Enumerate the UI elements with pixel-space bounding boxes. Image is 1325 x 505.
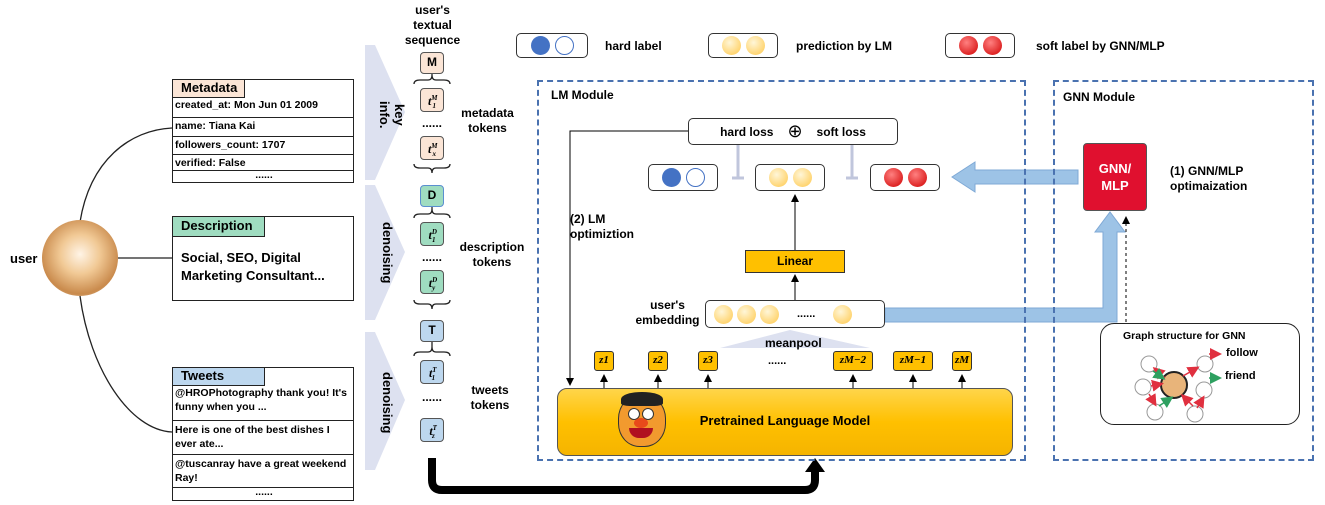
token-t1T: tT1	[420, 360, 444, 384]
tweet-row: @HROPhotography thank you! It's funny wh…	[175, 387, 347, 413]
token-t1D: tD1	[420, 222, 444, 246]
chevron-key-info	[365, 45, 405, 180]
linear-layer: Linear	[745, 250, 845, 273]
token-tzT: tTz	[420, 418, 444, 442]
lm-module-title: LM Module	[551, 88, 614, 102]
chevron-denoising-1	[365, 185, 405, 320]
loss-box: hard loss ⊕ soft loss	[688, 118, 898, 145]
tweet-row: @tuscanray have a great weekend Ray!	[173, 454, 353, 488]
chevron-label: denoising	[380, 221, 395, 284]
link-tweets	[79, 295, 173, 433]
follow-label: follow	[1226, 347, 1258, 359]
link-metadata	[79, 127, 173, 223]
z-token: zM	[952, 351, 972, 371]
token-T: T	[420, 320, 444, 342]
token-txM: tMx	[420, 136, 444, 160]
soft-loss: soft loss	[816, 124, 866, 139]
graph-structure-box: Graph structure for GNN follow friend	[1100, 323, 1300, 425]
tweet-row: ......	[173, 487, 353, 500]
metadata-row: created_at: Mon Jun 01 2009	[175, 99, 318, 111]
tweets-header: Tweets	[173, 368, 265, 386]
metadata-tokens-label: metadata tokens	[461, 106, 514, 135]
legend-soft-label: soft label by GNN/MLP	[1036, 39, 1165, 53]
description-header: Description	[173, 217, 265, 237]
user-avatar	[42, 220, 118, 296]
tweets-tokens-label: tweets tokens	[470, 383, 510, 412]
hard-loss: hard loss	[720, 124, 774, 139]
description-tokens-label: description tokens	[459, 240, 525, 269]
user-embedding: ......	[705, 300, 885, 328]
metadata-row: name: Tiana Kai	[173, 117, 353, 136]
chevron-label: denoising	[380, 371, 395, 434]
gnn-to-soft-label-arrow	[951, 161, 1079, 193]
legend-soft-label-swatch	[945, 33, 1015, 58]
plus-icon: ⊕	[787, 121, 803, 141]
metadata-row: ......	[173, 170, 353, 182]
token-dots: ......	[421, 116, 442, 130]
token-M: M	[420, 52, 444, 74]
token-D: D	[420, 185, 444, 207]
gnn-mlp-block: GNN/ MLP	[1083, 143, 1147, 211]
z-token: z2	[648, 351, 668, 371]
meanpool-label: meanpool	[765, 336, 822, 350]
token-tyD: tDy	[420, 270, 444, 294]
metadata-row: followers_count: 1707	[173, 136, 353, 154]
prediction-box	[755, 164, 825, 191]
chevron-label: key info.	[377, 101, 407, 129]
metadata-box: Metadata created_at: Mon Jun 01 2009 nam…	[172, 79, 354, 183]
z-token: zM−1	[893, 351, 933, 371]
chevron-denoising-2	[365, 332, 405, 470]
lm-module	[537, 80, 1026, 461]
description-text: Social, SEO, Digital Marketing Consultan…	[181, 250, 325, 283]
friend-label: friend	[1225, 370, 1256, 382]
z-token: z1	[594, 351, 614, 371]
token-t1M: tM1	[420, 88, 444, 112]
legend-prediction-swatch	[708, 33, 778, 58]
meanpool-triangle	[720, 330, 870, 348]
legend-hard-label-swatch	[516, 33, 588, 58]
z-token: z3	[698, 351, 718, 371]
metadata-row: verified: False	[173, 154, 353, 171]
z-dots: ......	[768, 355, 787, 367]
graph-icon	[1134, 348, 1222, 423]
gnn-module	[1053, 80, 1314, 461]
tweets-box: Tweets @HROPhotography thank you! It's f…	[172, 367, 354, 501]
ernie-icon	[618, 392, 666, 447]
gnn-optimization-label: (1) GNN/MLP optimaization	[1170, 164, 1248, 193]
gnn-module-title: GNN Module	[1063, 90, 1135, 104]
soft-label-box	[870, 164, 940, 191]
user-label: user	[10, 251, 38, 266]
sequence-to-plm-arrow	[428, 458, 819, 494]
token-dots: ......	[421, 250, 442, 264]
graph-title: Graph structure for GNN	[1123, 330, 1246, 342]
legend-prediction: prediction by LM	[796, 39, 892, 53]
lm-optimization-label: (2) LM optimiztion	[570, 212, 634, 241]
sequence-title: user's textual sequence	[404, 3, 461, 47]
hard-label-box	[648, 164, 718, 191]
token-dots: ......	[421, 390, 442, 404]
description-box: Description Social, SEO, Digital Marketi…	[172, 216, 354, 301]
embedding-to-gnn-arrow	[884, 211, 1126, 323]
metadata-header: Metadata	[173, 80, 245, 98]
tweet-row: Here is one of the best dishes I ever at…	[173, 420, 353, 454]
z-token: zM−2	[833, 351, 873, 371]
legend-hard-label: hard label	[605, 39, 662, 53]
embedding-label: user's embedding	[635, 298, 700, 327]
